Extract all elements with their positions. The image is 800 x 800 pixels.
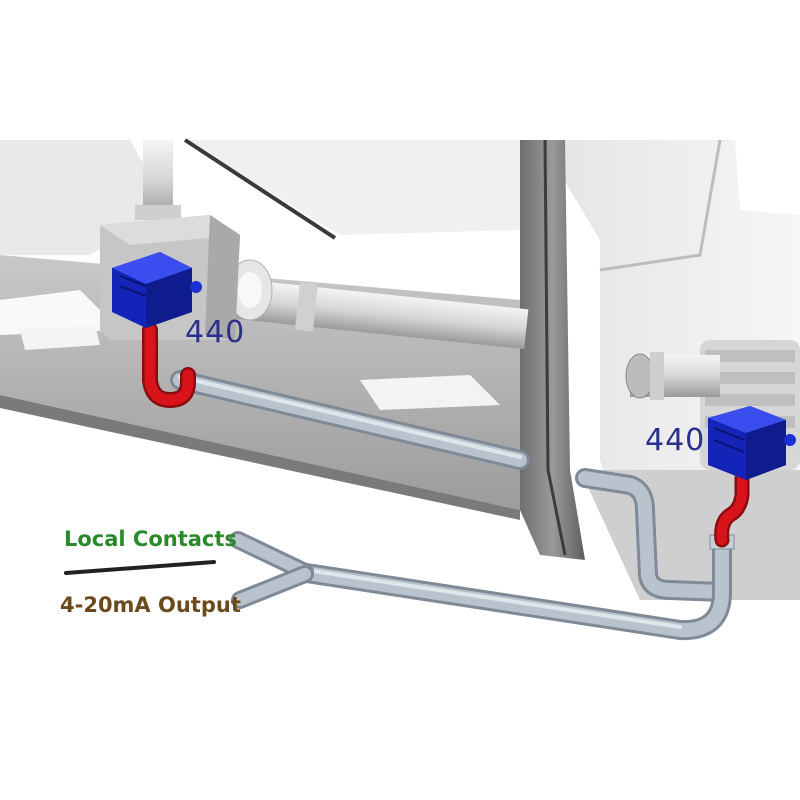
- right-unit-label: 440: [645, 423, 705, 458]
- support-column: [520, 140, 585, 560]
- left-transmitter: [112, 252, 202, 328]
- signal-legend: Local Contacts 4-20mA Output: [60, 527, 241, 617]
- right-shaft: [625, 352, 720, 400]
- local-contacts-label: Local Contacts: [64, 527, 237, 551]
- analog-output-label: 4-20mA Output: [60, 593, 241, 617]
- right-transmitter: [708, 406, 796, 480]
- left-shaft: [135, 140, 529, 350]
- flex-conduit: [142, 322, 750, 548]
- conduit-run: [170, 370, 735, 641]
- legend-divider: [64, 560, 216, 575]
- left-unit-label: 440: [185, 315, 245, 350]
